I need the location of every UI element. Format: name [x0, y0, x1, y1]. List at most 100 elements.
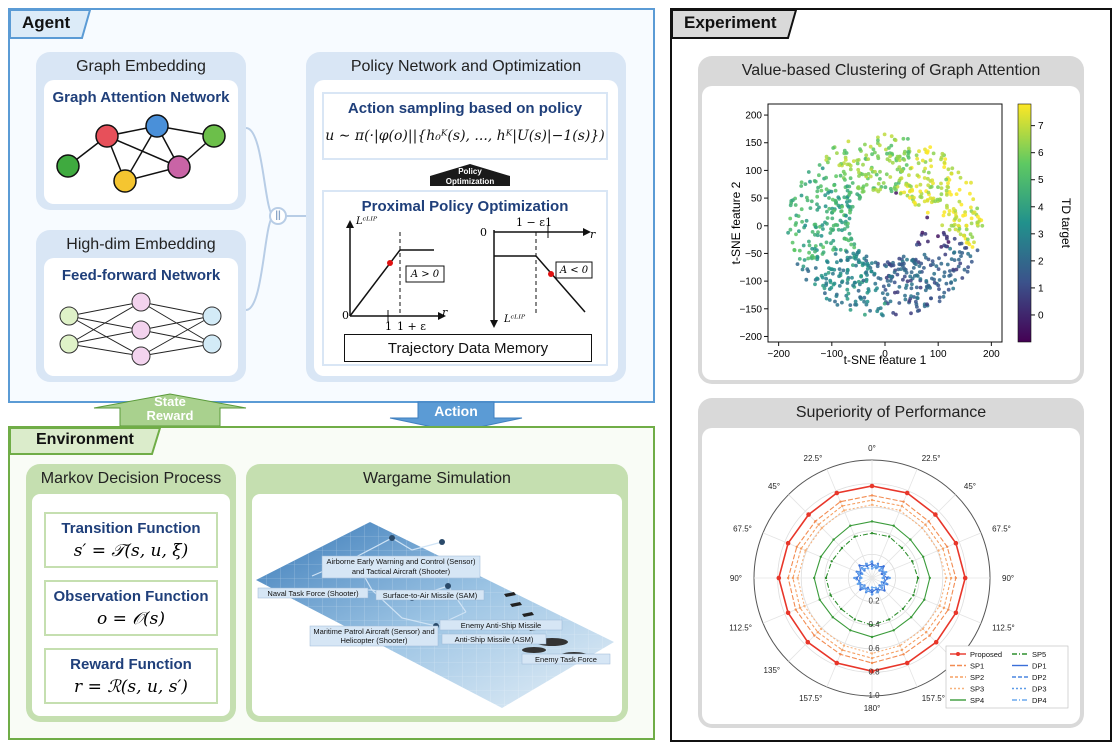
radar-point	[941, 547, 945, 550]
radar-point	[942, 606, 946, 609]
radar-point-proposed	[933, 512, 938, 517]
tsne-point	[863, 142, 867, 147]
tsne-point	[893, 138, 898, 143]
radar-point	[870, 657, 874, 660]
tsne-point	[944, 177, 949, 182]
radar-point	[870, 565, 874, 568]
tsne-point	[882, 132, 887, 137]
tsne-point	[915, 309, 920, 313]
tsne-point	[861, 189, 866, 194]
tsne-point	[969, 216, 974, 221]
tsne-point	[936, 234, 940, 239]
tsne-point	[904, 286, 908, 290]
environment-tab	[9, 427, 162, 455]
tsne-point	[864, 302, 869, 307]
tsne-point	[910, 258, 914, 263]
tsne-point	[824, 240, 829, 245]
tsne-ytick-label: 150	[745, 138, 762, 149]
radar-point	[841, 504, 844, 508]
tsne-point	[844, 151, 849, 155]
tsne-point	[828, 278, 833, 283]
tsne-point	[848, 176, 853, 181]
tsne-point	[835, 151, 839, 155]
tsne-point	[864, 258, 869, 263]
tsne-point	[800, 267, 805, 272]
radar-point	[870, 520, 874, 523]
tsne-point	[847, 184, 852, 189]
tsne-point	[959, 241, 964, 246]
tsne-point	[801, 243, 806, 248]
tsne-point	[864, 254, 869, 259]
radar-point	[927, 520, 930, 523]
radar-point	[928, 576, 931, 580]
tsne-point	[805, 198, 810, 203]
radar-point	[795, 545, 798, 548]
agent-tab	[9, 9, 92, 39]
tsne-point	[829, 241, 833, 246]
tsne-point	[814, 225, 818, 230]
tsne-point	[790, 240, 795, 245]
state-reward-arrow	[93, 393, 247, 427]
label-naval-task-force: Naval Task Force (Shooter)	[267, 588, 359, 598]
tsne-point	[829, 267, 833, 272]
plot2-ylabel: Lᶜᴸᴵᴾ	[504, 314, 526, 325]
tsne-point	[942, 274, 946, 279]
tsne-point	[852, 280, 857, 285]
tsne-point	[809, 199, 814, 204]
radar-point-proposed	[953, 540, 959, 546]
plot1-tick1: 1	[385, 320, 392, 333]
tsne-point	[942, 270, 947, 275]
tsne-point	[928, 145, 933, 149]
tsne-point	[910, 188, 915, 193]
tsne-point	[962, 267, 967, 272]
tsne-point	[912, 195, 916, 200]
radar-point	[880, 566, 884, 570]
tsne-point	[855, 192, 860, 196]
tsne-point	[910, 282, 914, 287]
tsne-point	[815, 194, 820, 199]
radar-point	[924, 523, 927, 526]
tsne-point	[931, 262, 935, 267]
tsne-point	[895, 167, 900, 172]
tsne-point	[902, 151, 907, 156]
tsne-point	[909, 311, 913, 316]
radar-point	[813, 634, 816, 637]
tsne-point	[824, 187, 829, 192]
tsne-point	[859, 274, 864, 278]
plot1-origin: 0	[342, 309, 349, 322]
tsne-point	[856, 167, 861, 172]
radar-point	[901, 607, 905, 611]
tsne-point	[946, 287, 951, 292]
node-red	[95, 124, 119, 148]
tsne-point	[799, 193, 804, 198]
tsne-point	[943, 157, 948, 161]
tsne-point	[842, 236, 847, 241]
tsne-point	[838, 247, 843, 252]
performance-title: Superiority of Performance	[795, 404, 987, 421]
radar-point	[870, 532, 874, 535]
tsne-point	[890, 160, 895, 165]
radar-point-proposed	[962, 575, 968, 581]
tsne-point	[843, 221, 848, 226]
tsne-point	[848, 167, 853, 172]
tsne-point	[892, 270, 897, 275]
tsne-point	[812, 255, 816, 260]
action-arrow	[389, 401, 523, 433]
tsne-point	[959, 254, 963, 258]
tsne-point	[789, 201, 794, 205]
tsne-point	[924, 255, 928, 260]
radar-point	[870, 652, 874, 655]
tsne-point	[939, 157, 943, 162]
tsne-point	[832, 267, 837, 272]
tsne-point	[797, 257, 802, 261]
tsne-point	[919, 261, 924, 266]
wargame-map	[256, 522, 614, 708]
radar-point	[819, 627, 823, 631]
tsne-point	[895, 272, 900, 277]
tsne-point	[939, 245, 944, 249]
tsne-point	[914, 153, 919, 158]
tsne-point	[792, 248, 797, 253]
tsne-point	[793, 203, 798, 207]
tsne-point	[916, 161, 921, 166]
